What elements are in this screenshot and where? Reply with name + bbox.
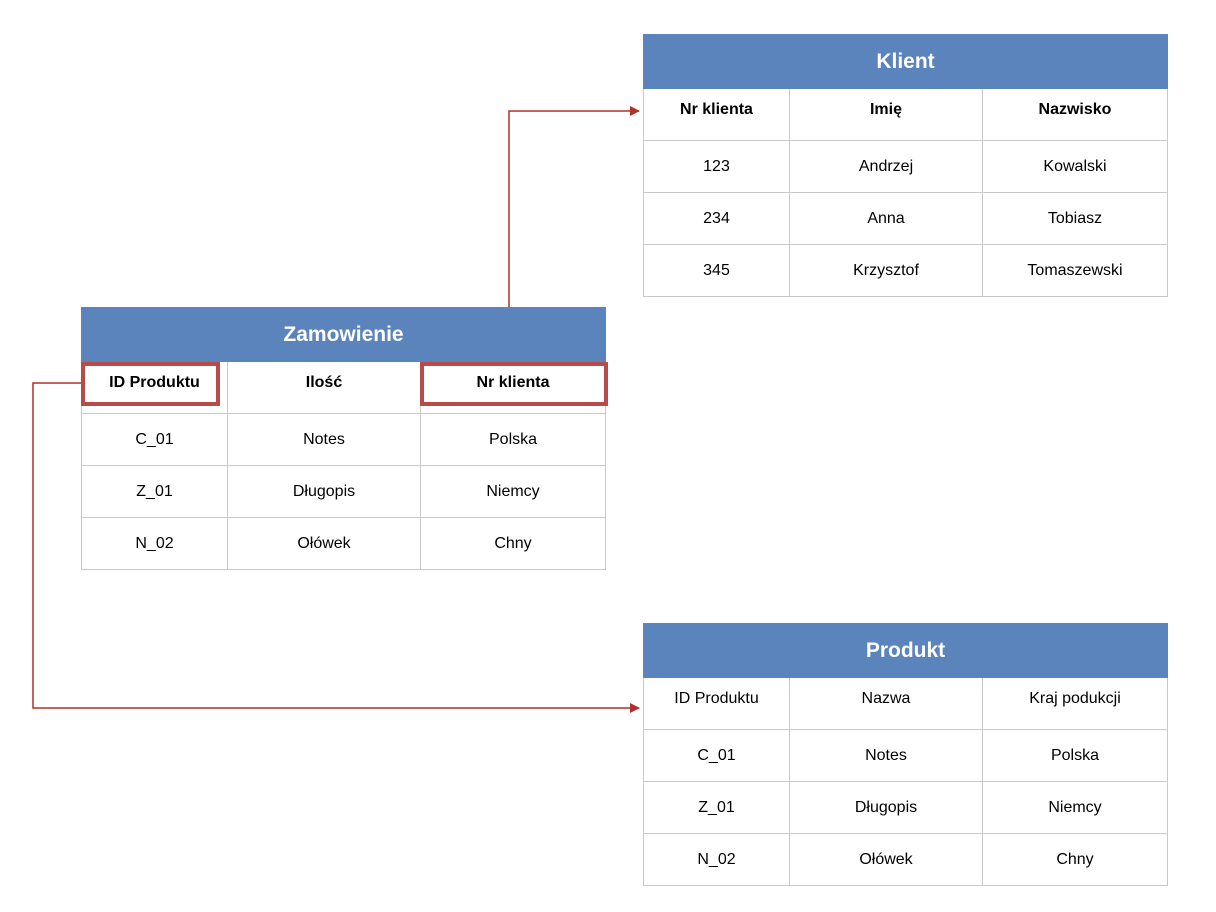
table-cell: 345	[643, 244, 790, 297]
table-row: C_01 Notes Polska	[643, 729, 1168, 782]
column-header: Kraj podukcji	[982, 677, 1168, 730]
table-cell: Długopis	[789, 781, 983, 834]
table-produkt: Produkt ID Produktu Nazwa Kraj podukcji …	[643, 623, 1168, 886]
table-zamowienie-header-row: ID Produktu Ilość Nr klienta	[81, 361, 607, 414]
table-row: 234 Anna Tobiasz	[643, 192, 1168, 245]
table-row: Z_01 Długopis Niemcy	[643, 781, 1168, 834]
column-header: Nr klienta	[643, 88, 790, 141]
column-header: Ilość	[227, 361, 421, 414]
table-produkt-header-row: ID Produktu Nazwa Kraj podukcji	[643, 677, 1168, 730]
table-cell: Notes	[227, 413, 421, 466]
table-cell: Ołówek	[227, 517, 421, 570]
table-cell: Polska	[982, 729, 1168, 782]
table-cell: Chny	[419, 517, 607, 570]
table-cell: Z_01	[81, 465, 228, 518]
table-cell: 234	[643, 192, 790, 245]
column-header: Nazwa	[789, 677, 983, 730]
table-row: 123 Andrzej Kowalski	[643, 140, 1168, 193]
table-cell: Anna	[789, 192, 983, 245]
table-cell: Tobiasz	[982, 192, 1168, 245]
table-cell: C_01	[81, 413, 228, 466]
table-cell: C_01	[643, 729, 790, 782]
table-cell: Z_01	[643, 781, 790, 834]
table-row: N_02 Ołówek Chny	[81, 517, 607, 570]
table-cell: Notes	[789, 729, 983, 782]
table-cell: Polska	[419, 413, 607, 466]
column-header: ID Produktu	[81, 361, 228, 414]
table-zamowienie: Zamowienie ID Produktu Ilość Nr klienta …	[80, 307, 607, 570]
column-header: Nazwisko	[982, 88, 1168, 141]
table-cell: Niemcy	[419, 465, 607, 518]
table-cell: N_02	[81, 517, 228, 570]
table-klient: Klient Nr klienta Imię Nazwisko 123 Andr…	[643, 34, 1168, 297]
table-cell: 123	[643, 140, 790, 193]
table-cell: Chny	[982, 833, 1168, 886]
table-row: 345 Krzysztof Tomaszewski	[643, 244, 1168, 297]
table-klient-title: Klient	[643, 34, 1168, 89]
column-header: ID Produktu	[643, 677, 790, 730]
table-produkt-title: Produkt	[643, 623, 1168, 678]
column-header: Imię	[789, 88, 983, 141]
table-cell: Długopis	[227, 465, 421, 518]
table-cell: Andrzej	[789, 140, 983, 193]
table-cell: Niemcy	[982, 781, 1168, 834]
table-cell: Kowalski	[982, 140, 1168, 193]
table-cell: Ołówek	[789, 833, 983, 886]
column-header: Nr klienta	[419, 361, 607, 414]
table-row: Z_01 Długopis Niemcy	[81, 465, 607, 518]
table-row: N_02 Ołówek Chny	[643, 833, 1168, 886]
table-cell: Tomaszewski	[982, 244, 1168, 297]
table-klient-header-row: Nr klienta Imię Nazwisko	[643, 88, 1168, 141]
table-cell: Krzysztof	[789, 244, 983, 297]
table-zamowienie-title: Zamowienie	[80, 307, 607, 362]
table-cell: N_02	[643, 833, 790, 886]
table-row: C_01 Notes Polska	[81, 413, 607, 466]
